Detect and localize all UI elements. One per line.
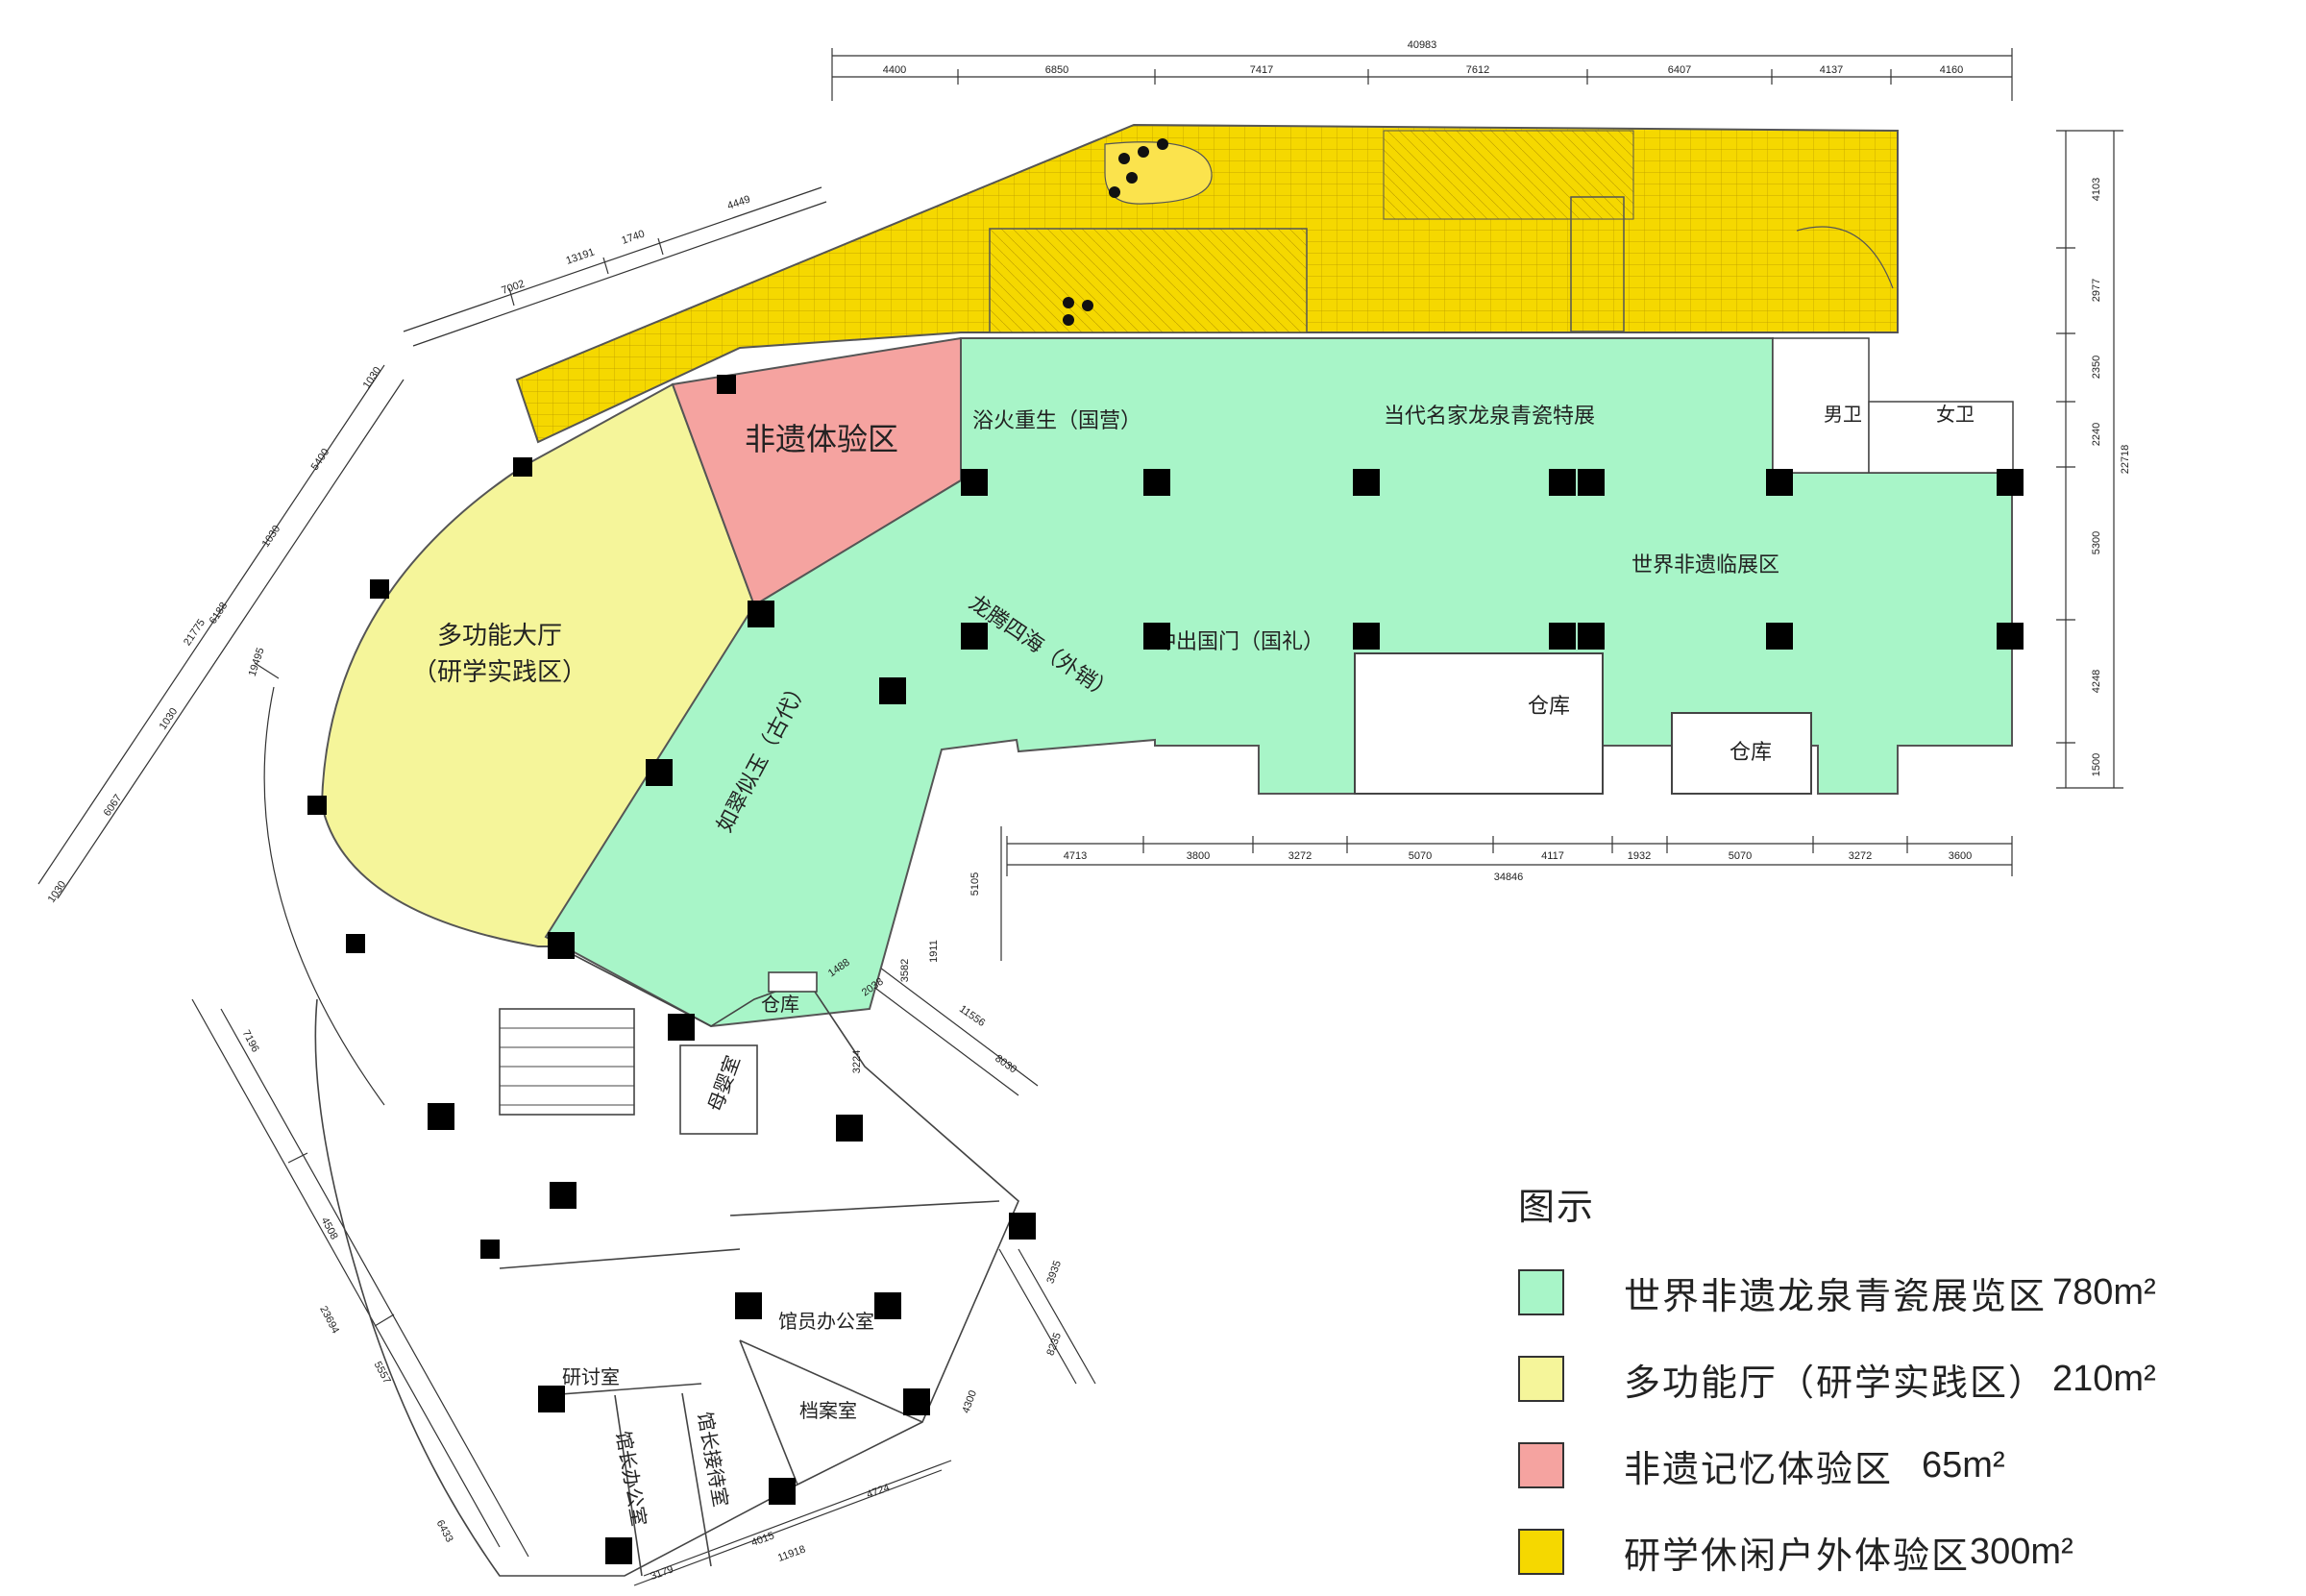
svg-text:4160: 4160 <box>1940 64 1963 76</box>
svg-text:6850: 6850 <box>1045 64 1068 76</box>
svg-text:4300: 4300 <box>960 1388 979 1414</box>
svg-text:1030: 1030 <box>46 879 69 905</box>
storage-label-2: 仓库 <box>1730 741 1772 765</box>
legend-swatch-green <box>1518 1269 1564 1315</box>
svg-text:4117: 4117 <box>1541 850 1564 862</box>
multi-hall-label-1: 多功能大厅 <box>437 622 562 651</box>
storage-label-3: 仓库 <box>761 993 799 1016</box>
legend-item-multi: 多功能厅（研学实践区） 210m² <box>1518 1336 2287 1422</box>
legend-item-exhibition: 世界非遗龙泉青瓷展览区 780m² <box>1518 1249 2287 1336</box>
svg-text:4137: 4137 <box>1820 64 1843 76</box>
svg-text:6433: 6433 <box>434 1518 455 1544</box>
svg-text:7417: 7417 <box>1250 64 1273 76</box>
svg-text:1932: 1932 <box>1628 850 1651 862</box>
svg-text:11918: 11918 <box>776 1543 807 1563</box>
storage-label-1: 仓库 <box>1528 695 1570 719</box>
svg-text:1500: 1500 <box>2091 753 2102 776</box>
svg-text:11556: 11556 <box>957 1003 987 1029</box>
legend-area: 65m² <box>1922 1444 2005 1486</box>
svg-text:6407: 6407 <box>1668 64 1691 76</box>
zone-label-world-heritage: 世界非遗临展区 <box>1631 553 1779 577</box>
svg-text:3272: 3272 <box>1288 850 1312 862</box>
outdoor-area <box>515 123 1899 444</box>
legend-item-outdoor: 研学休闲户外体验区 300m² <box>1518 1509 2287 1595</box>
dimension-lines <box>37 48 2123 1586</box>
legend-label: 研学休闲户外体验区 <box>1624 1534 1971 1577</box>
svg-text:22718: 22718 <box>2120 445 2131 475</box>
svg-text:5557: 5557 <box>372 1360 393 1386</box>
legend-swatch-yellow <box>1518 1529 1564 1575</box>
svg-text:4724: 4724 <box>865 1482 891 1501</box>
svg-text:4015: 4015 <box>749 1530 775 1549</box>
svg-text:4713: 4713 <box>1064 850 1087 862</box>
svg-text:34846: 34846 <box>1494 872 1524 883</box>
female-restroom-label: 女卫 <box>1936 403 1975 426</box>
legend-area: 300m² <box>1970 1531 2073 1572</box>
svg-text:1030: 1030 <box>260 524 283 550</box>
svg-text:4248: 4248 <box>2091 670 2102 693</box>
office-wing <box>314 945 1019 1577</box>
legend: 图示 世界非遗龙泉青瓷展览区 780m² 多功能厅（研学实践区） 210m² 非… <box>1518 1177 2287 1595</box>
svg-text:4103: 4103 <box>2091 178 2102 201</box>
svg-text:3935: 3935 <box>1044 1259 1064 1285</box>
director-office-label: 馆长办公室 <box>611 1429 650 1528</box>
experience-zone-label: 非遗体验区 <box>745 421 898 457</box>
svg-text:8235: 8235 <box>1044 1331 1064 1357</box>
legend-swatch-light-yellow <box>1518 1356 1564 1402</box>
svg-text:1030: 1030 <box>361 365 384 391</box>
svg-text:13191: 13191 <box>565 247 597 267</box>
svg-text:3600: 3600 <box>1949 850 1972 862</box>
svg-text:3582: 3582 <box>899 959 911 982</box>
archive-room-label: 档案室 <box>799 1399 857 1422</box>
seminar-room-label: 研讨室 <box>562 1365 620 1388</box>
svg-text:6067: 6067 <box>102 793 125 819</box>
svg-text:2977: 2977 <box>2091 279 2102 302</box>
svg-text:1740: 1740 <box>620 229 646 247</box>
zone-label-fire-rebirth: 浴火重生（国营） <box>972 409 1141 433</box>
legend-area: 210m² <box>2052 1358 2156 1399</box>
multi-function-hall: 多功能大厅 （研学实践区） <box>320 382 756 947</box>
multi-hall-label-2: （研学实践区） <box>412 658 587 687</box>
legend-item-experience: 非遗记忆体验区 65m² <box>1518 1422 2287 1509</box>
nursing-room-label: 母婴室 <box>703 1052 745 1115</box>
svg-text:5300: 5300 <box>2091 531 2102 554</box>
svg-text:3272: 3272 <box>1849 850 1872 862</box>
svg-text:5400: 5400 <box>309 447 332 473</box>
svg-text:2240: 2240 <box>2091 423 2102 446</box>
svg-text:3224: 3224 <box>851 1050 863 1073</box>
svg-text:4449: 4449 <box>725 194 751 212</box>
staff-office-label: 馆员办公室 <box>778 1310 874 1333</box>
legend-title: 图示 <box>1518 1186 1596 1228</box>
svg-text:5070: 5070 <box>1409 850 1432 862</box>
legend-label: 多功能厅（研学实践区） <box>1624 1361 2048 1404</box>
svg-text:7612: 7612 <box>1466 64 1489 76</box>
svg-text:8030: 8030 <box>993 1053 1018 1076</box>
legend-label: 世界非遗龙泉青瓷展览区 <box>1624 1274 2048 1317</box>
svg-text:40983: 40983 <box>1408 39 1437 51</box>
legend-area: 780m² <box>2052 1271 2156 1313</box>
svg-text:23694: 23694 <box>317 1304 341 1336</box>
svg-text:21775: 21775 <box>182 617 208 648</box>
zone-label-contemporary: 当代名家龙泉青瓷特展 <box>1384 405 1595 429</box>
svg-text:7196: 7196 <box>240 1028 261 1054</box>
svg-text:6188: 6188 <box>208 601 231 626</box>
svg-text:3179: 3179 <box>649 1563 675 1583</box>
legend-label: 非遗记忆体验区 <box>1624 1447 1894 1490</box>
svg-text:5105: 5105 <box>969 872 981 896</box>
warehouse-block: 仓库 仓库 <box>1354 652 1812 795</box>
svg-text:19495: 19495 <box>247 647 267 678</box>
svg-text:3800: 3800 <box>1187 850 1210 862</box>
structural-columns <box>307 375 2024 1564</box>
zone-label-national-gift: 冲出国门（国礼） <box>1155 630 1324 654</box>
restroom-block: 男卫 女卫 <box>1772 337 2014 474</box>
legend-swatch-pink <box>1518 1442 1564 1488</box>
exhibition-zone: 浴火重生（国营） 当代名家龙泉青瓷特展 世界非遗临展区 冲出国门（国礼） 龙腾四… <box>544 337 2013 1028</box>
svg-text:5070: 5070 <box>1729 850 1752 862</box>
svg-text:4400: 4400 <box>883 64 906 76</box>
svg-text:1911: 1911 <box>928 940 940 963</box>
svg-text:4508: 4508 <box>319 1215 340 1241</box>
svg-text:2350: 2350 <box>2091 356 2102 379</box>
male-restroom-label: 男卫 <box>1824 403 1862 426</box>
